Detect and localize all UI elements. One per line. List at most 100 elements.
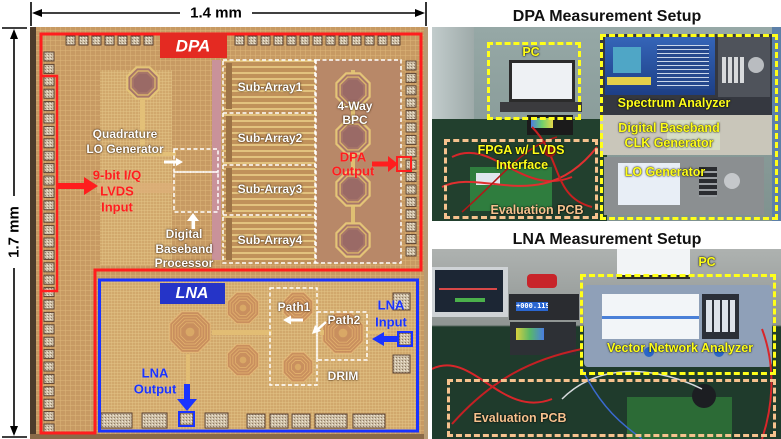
bond-pad xyxy=(100,412,133,429)
bond-pad xyxy=(405,134,417,145)
bond-pad xyxy=(273,35,284,46)
lo-generator-box xyxy=(173,148,219,173)
pc-label: PC xyxy=(698,254,716,269)
bond-pad xyxy=(43,138,55,149)
bond-pad xyxy=(43,125,55,136)
arrowhead-right-icon xyxy=(415,9,425,17)
bond-pad xyxy=(352,413,386,429)
bond-pad xyxy=(43,361,55,372)
cooling-fan xyxy=(692,384,716,408)
bond-pad xyxy=(405,221,417,232)
bond-pad xyxy=(65,35,76,46)
bond-pad xyxy=(247,35,258,46)
vna-keys xyxy=(706,300,735,332)
spiral-inductor xyxy=(169,311,211,353)
bond-pad xyxy=(405,110,417,121)
measurement-table xyxy=(657,45,709,89)
bond-pad xyxy=(351,35,362,46)
lna-output-label: LNA xyxy=(141,365,169,381)
bond-pad xyxy=(312,35,323,46)
inductor xyxy=(335,222,371,258)
lna-output-label: Output xyxy=(133,381,177,397)
lvds-input-label: 9-bit I/Q xyxy=(92,167,142,183)
fpga-label: FPGA w/ LVDS xyxy=(477,142,565,157)
pink-routing-strip xyxy=(212,60,221,260)
bond-pad xyxy=(43,200,55,211)
spiral-inductor xyxy=(226,291,260,325)
bond-pad xyxy=(364,35,375,46)
oscilloscope-screen xyxy=(435,270,503,312)
sub-array-box xyxy=(222,59,316,264)
lna-input-arrow-icon xyxy=(372,332,398,346)
bond-pad xyxy=(43,63,55,74)
bond-pad xyxy=(405,196,417,207)
dpa-output-pad-marker xyxy=(396,156,412,172)
bond-pad xyxy=(405,209,417,220)
keypad-panel xyxy=(718,37,770,97)
lo-knob xyxy=(724,173,740,189)
bond-pad xyxy=(390,35,401,46)
spectrum-analyzer xyxy=(600,34,772,115)
bond-pad xyxy=(405,172,417,183)
baseband-arrow-icon xyxy=(187,213,199,229)
fpga-label: Interface xyxy=(495,157,549,172)
bond-pad xyxy=(43,51,55,62)
lna-setup-photo: +000.119 0 PC Vector Network Anal xyxy=(432,249,781,439)
bond-pad-group xyxy=(43,35,417,434)
digital-logic-area xyxy=(100,70,172,265)
lna-outline xyxy=(98,278,419,433)
bond-pad xyxy=(405,122,417,133)
bond-pad xyxy=(43,274,55,285)
dpa-tag: DPA xyxy=(175,36,211,56)
bond-pad xyxy=(299,35,310,46)
sub-array-region xyxy=(223,60,315,263)
lo-generator-label: LO Generator xyxy=(624,164,706,179)
bond-pad xyxy=(405,97,417,108)
lna-input-label: LNA xyxy=(377,297,405,313)
lvds-bus xyxy=(97,183,174,193)
die-edge-right xyxy=(424,27,428,439)
instrument-box xyxy=(600,34,778,220)
vna-screen xyxy=(602,294,699,339)
bond-pad xyxy=(78,35,89,46)
clk-generator xyxy=(600,115,772,155)
oscilloscope xyxy=(432,267,508,317)
bpc-trunk xyxy=(351,70,355,255)
bond-pad xyxy=(43,212,55,223)
power-supply-display xyxy=(516,328,544,340)
baseband-processor-label: Baseband xyxy=(155,242,213,256)
bond-pad xyxy=(392,354,411,374)
bond-pad xyxy=(43,163,55,174)
laptop-base xyxy=(500,102,582,112)
lvds-input-label: LVDS xyxy=(100,183,134,199)
bond-pad xyxy=(43,373,55,384)
bond-pad xyxy=(43,262,55,273)
window xyxy=(432,27,474,122)
constellation-plot xyxy=(613,47,641,73)
bond-pad xyxy=(405,60,417,71)
bond-pad xyxy=(43,175,55,186)
multimeter: +000.119 0 xyxy=(509,294,579,320)
bond-pad xyxy=(260,35,271,46)
lo-generator-label: Quadrature xyxy=(92,127,158,141)
width-dimension-line xyxy=(30,2,427,26)
lna-transmission-lines xyxy=(186,330,387,384)
path1-arrow-icon xyxy=(283,315,303,325)
dpa-label-box xyxy=(160,33,227,58)
bond-pad xyxy=(405,85,417,96)
lna-output-pad-marker xyxy=(178,411,195,427)
bond-pad xyxy=(43,249,55,260)
baseband-processor-box xyxy=(173,171,219,213)
bond-pad xyxy=(314,413,348,429)
bond-pad xyxy=(405,147,417,158)
lna-input-label: Input xyxy=(375,314,407,330)
bond-pad xyxy=(43,76,55,87)
bond-pad xyxy=(43,336,55,347)
bond-pad xyxy=(179,412,194,426)
bond-pad xyxy=(405,246,417,257)
lna-output-arrow-icon xyxy=(177,384,197,411)
vna-trace xyxy=(602,316,699,319)
bond-pad xyxy=(286,35,297,46)
chip-micrograph xyxy=(2,2,428,439)
